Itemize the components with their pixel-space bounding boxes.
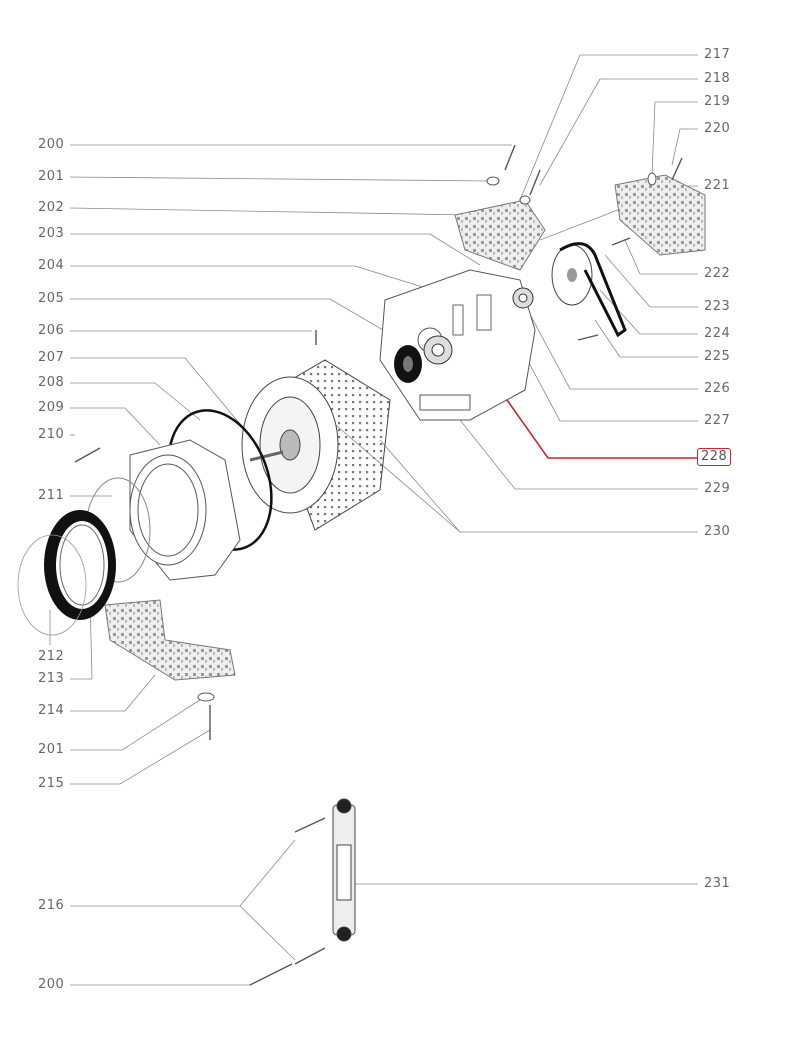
drive-belt bbox=[559, 242, 627, 338]
front-tub bbox=[129, 439, 241, 581]
part-label-221: 221 bbox=[704, 178, 731, 193]
part-label-204: 204 bbox=[38, 258, 65, 273]
part-label-227: 227 bbox=[704, 413, 731, 428]
part-label-212: 212 bbox=[38, 649, 65, 664]
shock-springs bbox=[452, 294, 492, 336]
part-label-215: 215 bbox=[38, 776, 65, 791]
screws bbox=[74, 144, 683, 986]
part-label-218: 218 bbox=[704, 71, 731, 86]
part-label-209: 209 bbox=[38, 400, 65, 415]
part-label-206: 206 bbox=[38, 323, 65, 338]
door-seal bbox=[44, 510, 116, 620]
washers bbox=[197, 172, 657, 702]
part-label-201b: 201 bbox=[38, 742, 65, 757]
wire-ring bbox=[17, 534, 87, 636]
part-label-226: 226 bbox=[704, 381, 731, 396]
part-label-225: 225 bbox=[704, 349, 731, 364]
part-label-208: 208 bbox=[38, 375, 65, 390]
shock-absorber bbox=[332, 798, 356, 942]
part-label-223: 223 bbox=[704, 299, 731, 314]
part-label-202: 202 bbox=[38, 200, 65, 215]
part-label-219: 219 bbox=[704, 94, 731, 109]
part-label-201: 201 bbox=[38, 169, 65, 184]
part-label-214: 214 bbox=[38, 703, 65, 718]
part-label-222: 222 bbox=[704, 266, 731, 281]
counterweight-top bbox=[454, 199, 546, 271]
bearing bbox=[423, 287, 534, 365]
part-label-216: 216 bbox=[38, 898, 65, 913]
part-label-217: 217 bbox=[704, 47, 731, 62]
counterweight-bottom bbox=[104, 599, 236, 681]
part-label-211: 211 bbox=[38, 488, 65, 503]
part-label-220: 220 bbox=[704, 121, 731, 136]
part-label-210: 210 bbox=[38, 427, 65, 442]
part-label-231: 231 bbox=[704, 876, 731, 891]
rear-tub bbox=[379, 269, 536, 421]
part-label-205: 205 bbox=[38, 291, 65, 306]
part-label-213: 213 bbox=[38, 671, 65, 686]
part-label-230: 230 bbox=[704, 524, 731, 539]
part-label-200: 200 bbox=[38, 137, 65, 152]
counterweight-rear bbox=[614, 174, 706, 256]
part-label-207: 207 bbox=[38, 350, 65, 365]
part-label-229: 229 bbox=[704, 481, 731, 496]
part-label-224: 224 bbox=[704, 326, 731, 341]
part-label-200b: 200 bbox=[38, 977, 65, 992]
drum bbox=[241, 359, 391, 531]
part-label-228-highlighted[interactable]: 228 bbox=[697, 448, 732, 466]
part-label-203: 203 bbox=[38, 226, 65, 241]
highlight-leader-line bbox=[494, 382, 698, 459]
